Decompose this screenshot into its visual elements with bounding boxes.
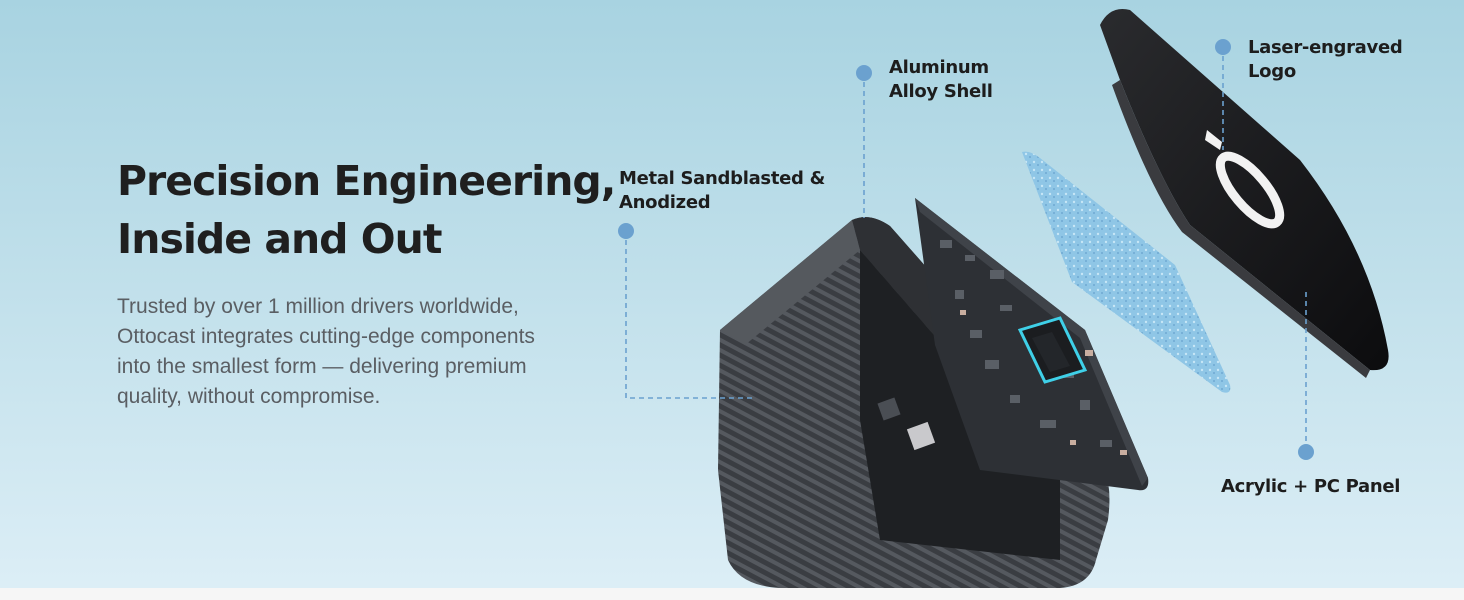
hero-body-text: Trusted by over 1 million drivers worldw… bbox=[117, 295, 535, 408]
callout-logo-line2: Logo bbox=[1248, 61, 1296, 82]
callout-acrylic-panel: Acrylic + PC Panel bbox=[1221, 475, 1400, 499]
callout-logo-line1: Laser-engraved bbox=[1248, 37, 1403, 58]
page-bottom-strip bbox=[0, 588, 1464, 600]
circuit-board-illustration bbox=[915, 198, 1149, 491]
callout-aluminum-shell: Aluminum Alloy Shell bbox=[889, 56, 993, 104]
callout-sandblasted-line2: Anodized bbox=[619, 192, 711, 213]
callout-sandblasted-line1: Metal Sandblasted & bbox=[619, 168, 825, 189]
callout-aluminum-line1: Aluminum bbox=[889, 57, 989, 78]
callout-leaders bbox=[618, 39, 1314, 460]
ottocast-logo-icon bbox=[1205, 130, 1285, 229]
hero-headline: Precision Engineering, Inside and Out bbox=[117, 152, 637, 268]
hero-headline-line2: Inside and Out bbox=[117, 215, 442, 263]
callout-laser-logo: Laser-engraved Logo bbox=[1248, 36, 1403, 84]
top-panel-illustration bbox=[1100, 9, 1389, 378]
hero-headline-line1: Precision Engineering, bbox=[117, 157, 616, 205]
callout-sandblasted: Metal Sandblasted & Anodized bbox=[619, 167, 825, 215]
acrylic-sheet-illustration bbox=[1022, 151, 1231, 393]
callout-aluminum-line2: Alloy Shell bbox=[889, 81, 993, 102]
callout-panel-line1: Acrylic + PC Panel bbox=[1221, 476, 1401, 497]
